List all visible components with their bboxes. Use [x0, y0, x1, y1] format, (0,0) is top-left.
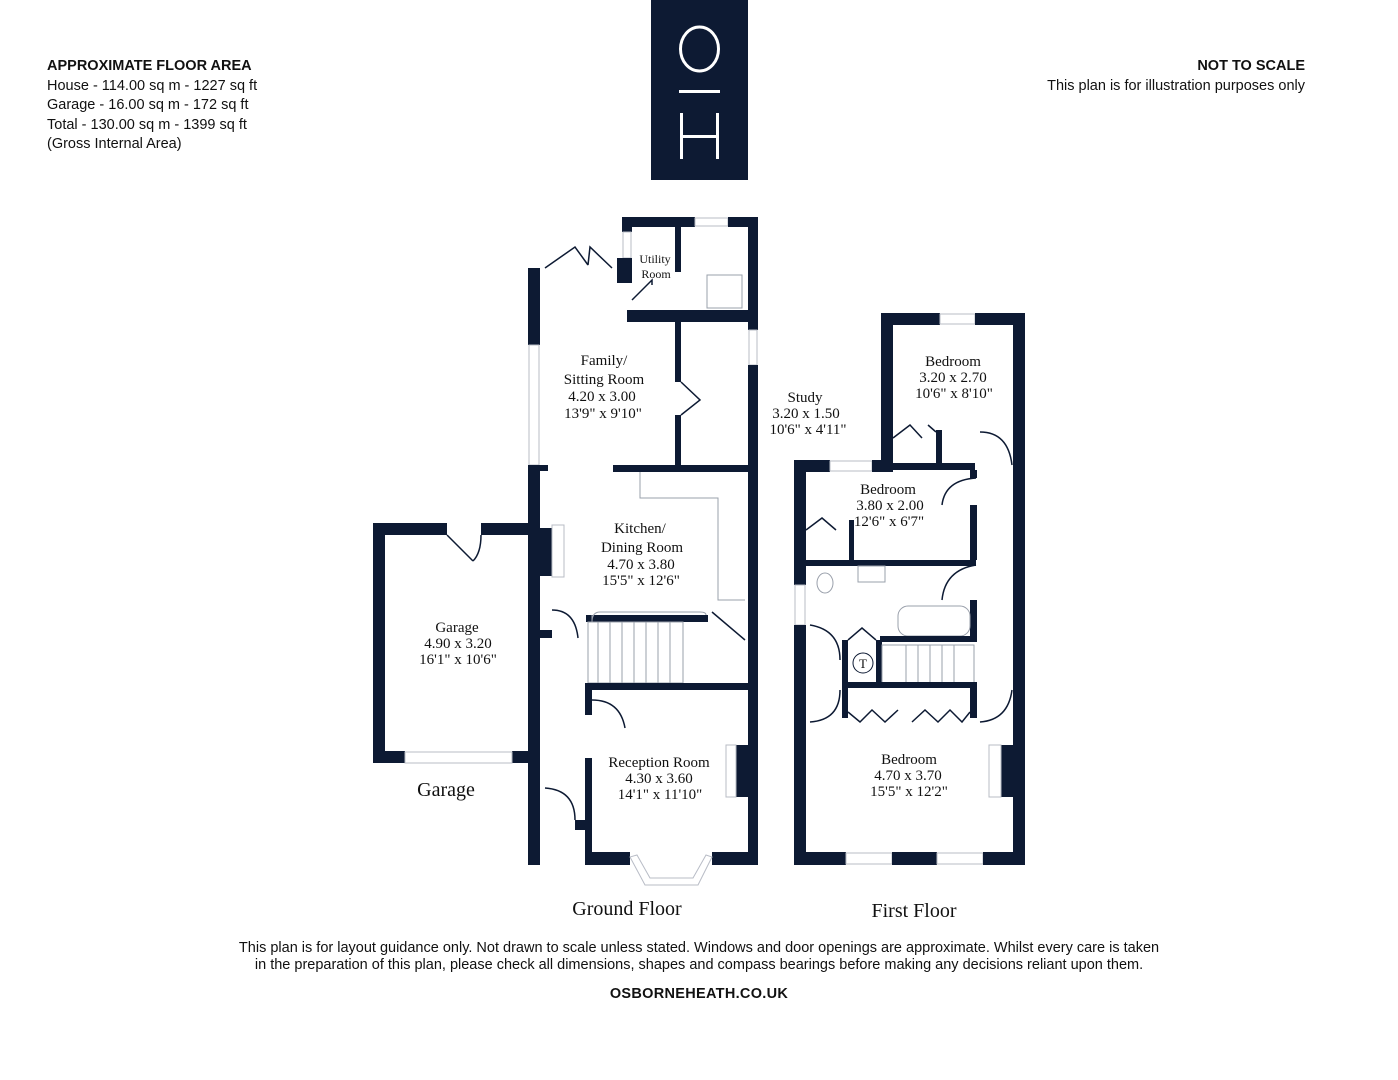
svg-text:3.20 x 1.50: 3.20 x 1.50: [772, 406, 840, 422]
tank-label: T: [859, 656, 867, 671]
svg-text:Dining Room: Dining Room: [601, 540, 683, 556]
room-label-bedroom-3: Bedroom 4.70 x 3.70 15'5" x 12'2": [870, 752, 948, 800]
svg-text:Bedroom: Bedroom: [881, 752, 937, 768]
svg-text:4.90 x 3.20: 4.90 x 3.20: [424, 636, 492, 652]
svg-text:3.20 x 2.70: 3.20 x 2.70: [919, 370, 987, 386]
oh-monogram-icon: [679, 25, 720, 159]
svg-text:Family/: Family/: [581, 353, 629, 369]
room-label-bedroom-1: Bedroom 3.20 x 2.70 10'6" x 8'10": [915, 354, 993, 402]
room-label-reception: Reception Room 4.30 x 3.60 14'1" x 11'10…: [608, 755, 710, 803]
room-label-study: Study 3.20 x 1.50 10'6" x 4'11": [769, 390, 846, 438]
svg-text:Sitting Room: Sitting Room: [564, 372, 645, 388]
garage-area: Garage - 16.00 sq m - 172 sq ft: [47, 97, 249, 113]
disclaimer: This plan is for layout guidance only. N…: [0, 940, 1398, 974]
total-area: Total - 130.00 sq m - 1399 sq ft: [47, 116, 247, 133]
osborne-heath-logo: [651, 0, 748, 180]
svg-text:15'5" x 12'2": 15'5" x 12'2": [870, 784, 948, 800]
svg-text:Garage: Garage: [435, 620, 479, 636]
svg-text:4.20 x 3.00: 4.20 x 3.00: [568, 389, 636, 405]
svg-text:15'5" x 12'6": 15'5" x 12'6": [602, 573, 680, 589]
first-floor-walls: [794, 313, 1025, 865]
room-label-utility: Utility Room: [639, 252, 671, 281]
floor-area-summary: APPROXIMATE FLOOR AREA House - 114.00 sq…: [47, 57, 257, 155]
svg-text:3.80 x 2.00: 3.80 x 2.00: [856, 498, 924, 514]
svg-text:10'6" x 8'10": 10'6" x 8'10": [915, 386, 993, 402]
svg-text:4.70 x 3.70: 4.70 x 3.70: [874, 768, 942, 784]
svg-text:16'1" x 10'6": 16'1" x 10'6": [419, 652, 497, 668]
not-to-scale: NOT TO SCALE: [1197, 58, 1305, 74]
floor-title-ground: Ground Floor: [572, 898, 682, 920]
website-link[interactable]: OSBORNEHEATH.CO.UK: [609, 986, 789, 1002]
floor-title-first: First Floor: [871, 900, 956, 922]
room-label-garage: Garage 4.90 x 3.20 16'1" x 10'6": [419, 620, 497, 668]
svg-text:12'6" x 6'7": 12'6" x 6'7": [854, 514, 924, 530]
svg-text:Study: Study: [787, 390, 823, 406]
svg-text:Kitchen/: Kitchen/: [614, 521, 666, 537]
svg-text:10'6" x 4'11": 10'6" x 4'11": [769, 422, 846, 438]
svg-text:Reception Room: Reception Room: [608, 755, 710, 771]
svg-text:Room: Room: [641, 267, 671, 281]
room-label-kitchen: Kitchen/ Dining Room 4.70 x 3.80 15'5" x…: [601, 521, 683, 589]
gia-note: (Gross Internal Area): [47, 136, 182, 152]
svg-text:Bedroom: Bedroom: [860, 482, 916, 498]
svg-text:14'1" x 11'10": 14'1" x 11'10": [618, 787, 703, 803]
room-label-family: Family/ Sitting Room 4.20 x 3.00 13'9" x…: [564, 353, 645, 422]
house-area: House - 114.00 sq m - 1227 sq ft: [47, 77, 258, 94]
svg-text:Utility: Utility: [639, 252, 670, 266]
svg-text:13'9" x 9'10": 13'9" x 9'10": [564, 406, 642, 422]
svg-text:4.70 x 3.80: 4.70 x 3.80: [607, 557, 675, 573]
floor-area-heading: APPROXIMATE FLOOR AREA: [47, 58, 252, 74]
room-label-bedroom-2: Bedroom 3.80 x 2.00 12'6" x 6'7": [854, 482, 924, 530]
illustration-note: This plan is for illustration purposes o…: [1047, 77, 1305, 94]
svg-text:Bedroom: Bedroom: [925, 354, 981, 370]
disclaimer-line-2: in the preparation of this plan, please …: [254, 957, 1144, 973]
disclaimer-line-1: This plan is for layout guidance only. N…: [238, 940, 1160, 956]
floor-title-garage: Garage: [417, 779, 475, 801]
svg-text:4.30 x 3.60: 4.30 x 3.60: [625, 771, 693, 787]
scale-note: NOT TO SCALE This plan is for illustrati…: [1047, 57, 1305, 96]
garage-walls: [373, 523, 528, 764]
ground-floor-walls: [528, 217, 758, 886]
